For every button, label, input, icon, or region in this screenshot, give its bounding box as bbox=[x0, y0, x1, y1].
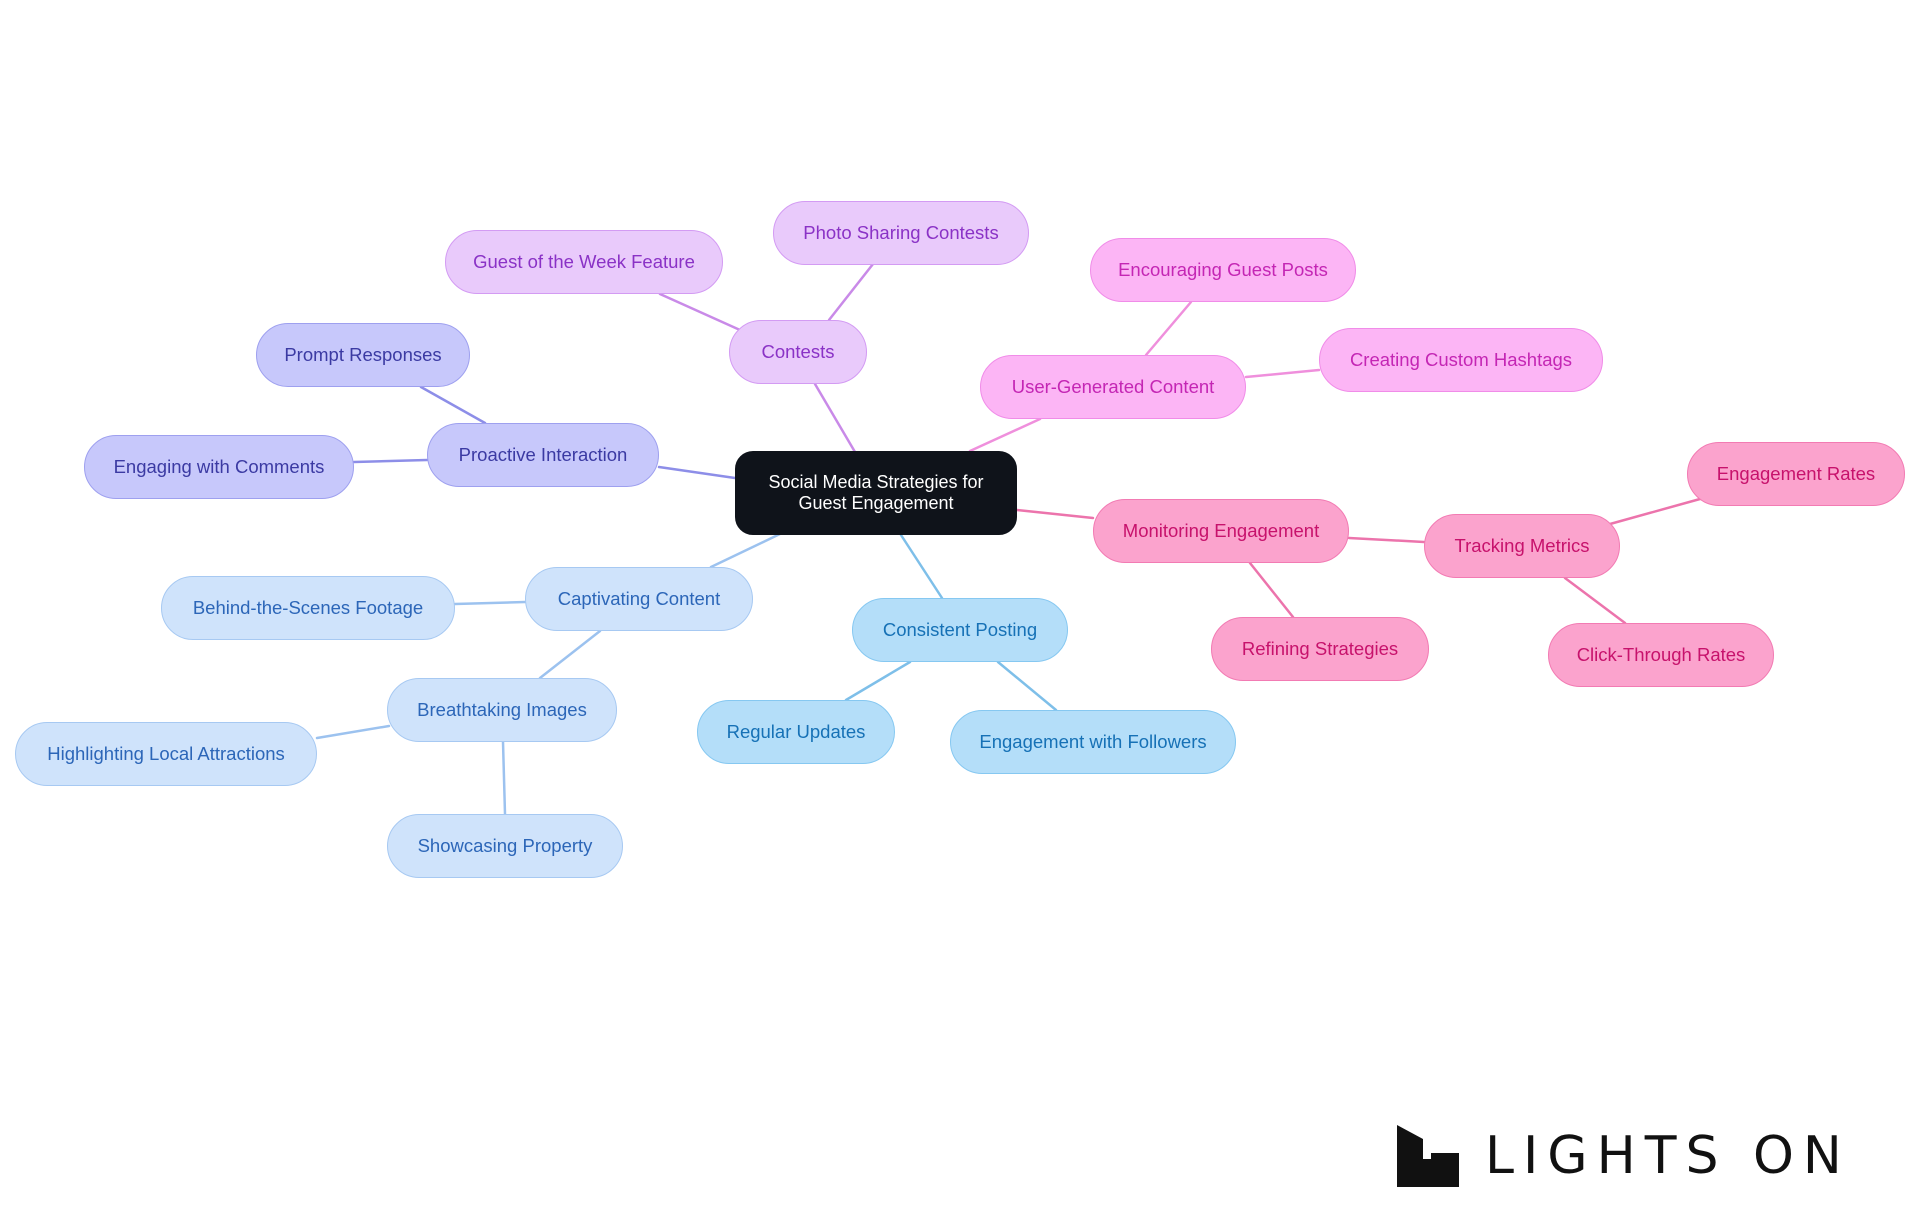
node-label: Encouraging Guest Posts bbox=[1118, 259, 1328, 280]
link-root-to-consistent bbox=[899, 533, 944, 600]
node-photo-contests[interactable]: Photo Sharing Contests bbox=[773, 201, 1029, 265]
link-proactive-to-comments bbox=[352, 458, 429, 464]
link-root-to-monitoring bbox=[1015, 508, 1095, 520]
link-consistent-to-followers bbox=[996, 660, 1058, 712]
node-showcasing[interactable]: Showcasing Property bbox=[387, 814, 623, 878]
node-label: Contests bbox=[761, 341, 835, 362]
node-eng-rates[interactable]: Engagement Rates bbox=[1687, 442, 1905, 506]
lights-on-logo: LIGHTS ON bbox=[1397, 1125, 1851, 1187]
node-ugc[interactable]: User-Generated Content bbox=[980, 355, 1246, 419]
node-followers[interactable]: Engagement with Followers bbox=[950, 710, 1236, 774]
node-hashtags[interactable]: Creating Custom Hashtags bbox=[1319, 328, 1603, 392]
central-topic-line: Guest Engagement bbox=[798, 493, 954, 513]
node-label: Breathtaking Images bbox=[417, 699, 587, 720]
node-label: Captivating Content bbox=[557, 588, 721, 609]
link-captivating-to-behind bbox=[453, 600, 527, 606]
node-behind[interactable]: Behind-the-Scenes Footage bbox=[161, 576, 455, 640]
link-ugc-to-hashtags bbox=[1244, 368, 1321, 379]
link-root-to-ugc bbox=[968, 417, 1042, 453]
central-topic-line: Social Media Strategies for bbox=[768, 472, 984, 492]
node-regular[interactable]: Regular Updates bbox=[697, 700, 895, 764]
link-images-to-local bbox=[315, 724, 391, 740]
link-ugc-to-encouraging bbox=[1144, 300, 1193, 357]
node-label: Highlighting Local Attractions bbox=[47, 743, 285, 764]
node-label: Refining Strategies bbox=[1241, 638, 1399, 659]
lights-on-logo-mark-icon bbox=[1397, 1125, 1459, 1187]
link-tracking-to-ctr bbox=[1563, 576, 1627, 625]
node-label: Showcasing Property bbox=[417, 835, 593, 856]
node-ctr[interactable]: Click-Through Rates bbox=[1548, 623, 1774, 687]
node-label: Engagement Rates bbox=[1716, 463, 1876, 484]
link-root-to-contests bbox=[813, 382, 857, 454]
node-monitoring[interactable]: Monitoring Engagement bbox=[1093, 499, 1349, 563]
node-local[interactable]: Highlighting Local Attractions bbox=[15, 722, 317, 786]
node-encouraging[interactable]: Encouraging Guest Posts bbox=[1090, 238, 1356, 302]
node-label: Prompt Responses bbox=[284, 344, 442, 365]
link-tracking-to-eng-rates bbox=[1608, 497, 1702, 526]
node-label: Regular Updates bbox=[726, 721, 866, 742]
node-label: Photo Sharing Contests bbox=[803, 222, 999, 243]
link-captivating-to-images bbox=[538, 629, 602, 680]
link-root-to-proactive bbox=[657, 465, 737, 480]
link-monitoring-to-refining bbox=[1248, 561, 1295, 619]
node-label: Engagement with Followers bbox=[979, 731, 1207, 752]
node-label: User-Generated Content bbox=[1011, 376, 1215, 397]
node-label: Tracking Metrics bbox=[1454, 535, 1590, 556]
node-tracking[interactable]: Tracking Metrics bbox=[1424, 514, 1620, 578]
node-contests[interactable]: Contests bbox=[729, 320, 867, 384]
node-label: Consistent Posting bbox=[882, 619, 1038, 640]
node-images[interactable]: Breathtaking Images bbox=[387, 678, 617, 742]
link-contests-to-guest-week bbox=[658, 292, 742, 332]
node-label: Guest of the Week Feature bbox=[473, 251, 695, 272]
link-proactive-to-prompt bbox=[419, 385, 487, 425]
link-contests-to-photo-contests bbox=[827, 262, 875, 322]
node-label: Proactive Interaction bbox=[458, 444, 628, 465]
node-label: Creating Custom Hashtags bbox=[1349, 349, 1573, 370]
node-prompt[interactable]: Prompt Responses bbox=[256, 323, 470, 387]
link-consistent-to-regular bbox=[844, 660, 912, 702]
link-monitoring-to-tracking bbox=[1347, 536, 1426, 544]
node-proactive[interactable]: Proactive Interaction bbox=[427, 423, 659, 487]
node-label: Monitoring Engagement bbox=[1122, 520, 1320, 541]
node-refining[interactable]: Refining Strategies bbox=[1211, 617, 1429, 681]
link-images-to-showcasing bbox=[501, 740, 507, 816]
node-consistent[interactable]: Consistent Posting bbox=[852, 598, 1068, 662]
node-label: Engaging with Comments bbox=[113, 456, 325, 477]
node-comments[interactable]: Engaging with Comments bbox=[84, 435, 354, 499]
link-root-to-captivating bbox=[709, 531, 784, 569]
node-label: Behind-the-Scenes Footage bbox=[192, 597, 424, 618]
logo-wordmark: LIGHTS ON bbox=[1485, 1126, 1851, 1186]
node-captivating[interactable]: Captivating Content bbox=[525, 567, 753, 631]
node-label: Click-Through Rates bbox=[1576, 644, 1746, 665]
node-guest-week[interactable]: Guest of the Week Feature bbox=[445, 230, 723, 294]
